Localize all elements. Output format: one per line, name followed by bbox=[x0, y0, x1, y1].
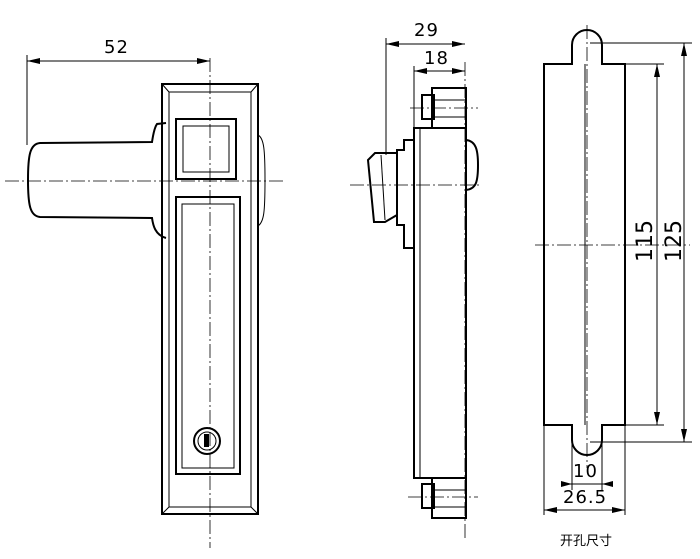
front-side-lug bbox=[257, 134, 266, 227]
top-fastener bbox=[410, 87, 478, 129]
cutout-view: 115 125 10 26.5 开孔尺寸 bbox=[535, 25, 692, 549]
cutout-dim-115-label: 115 bbox=[633, 220, 658, 262]
side-handle-stem bbox=[396, 139, 414, 249]
front-view: 52 bbox=[5, 37, 285, 548]
key-cylinder-icon bbox=[193, 427, 221, 455]
side-dim-18-label: 18 bbox=[424, 48, 449, 69]
cutout-dim-125-label: 125 bbox=[662, 220, 687, 262]
front-body-outer bbox=[161, 83, 259, 515]
handle-lever bbox=[26, 122, 167, 239]
cutout-caption: 开孔尺寸 bbox=[560, 534, 612, 549]
front-lower-panel-outer bbox=[175, 196, 241, 475]
cutout-dim-26-5-label: 26.5 bbox=[563, 487, 607, 508]
side-right-bump bbox=[465, 139, 480, 191]
front-lower-panel-inner bbox=[181, 203, 235, 469]
side-dim-29-label: 29 bbox=[414, 20, 439, 41]
side-view: 29 18 bbox=[350, 20, 480, 540]
front-upper-window-inner bbox=[182, 125, 230, 173]
cutout-dim-10-label: 10 bbox=[573, 461, 598, 482]
side-handle-grip bbox=[366, 152, 398, 223]
front-body-bevel bbox=[161, 83, 259, 515]
side-body bbox=[413, 127, 467, 479]
bottom-fastener bbox=[408, 477, 478, 519]
front-dim-52-label: 52 bbox=[104, 37, 129, 58]
side-handle-grip-edge bbox=[380, 154, 386, 221]
front-upper-window-outer bbox=[175, 118, 237, 180]
